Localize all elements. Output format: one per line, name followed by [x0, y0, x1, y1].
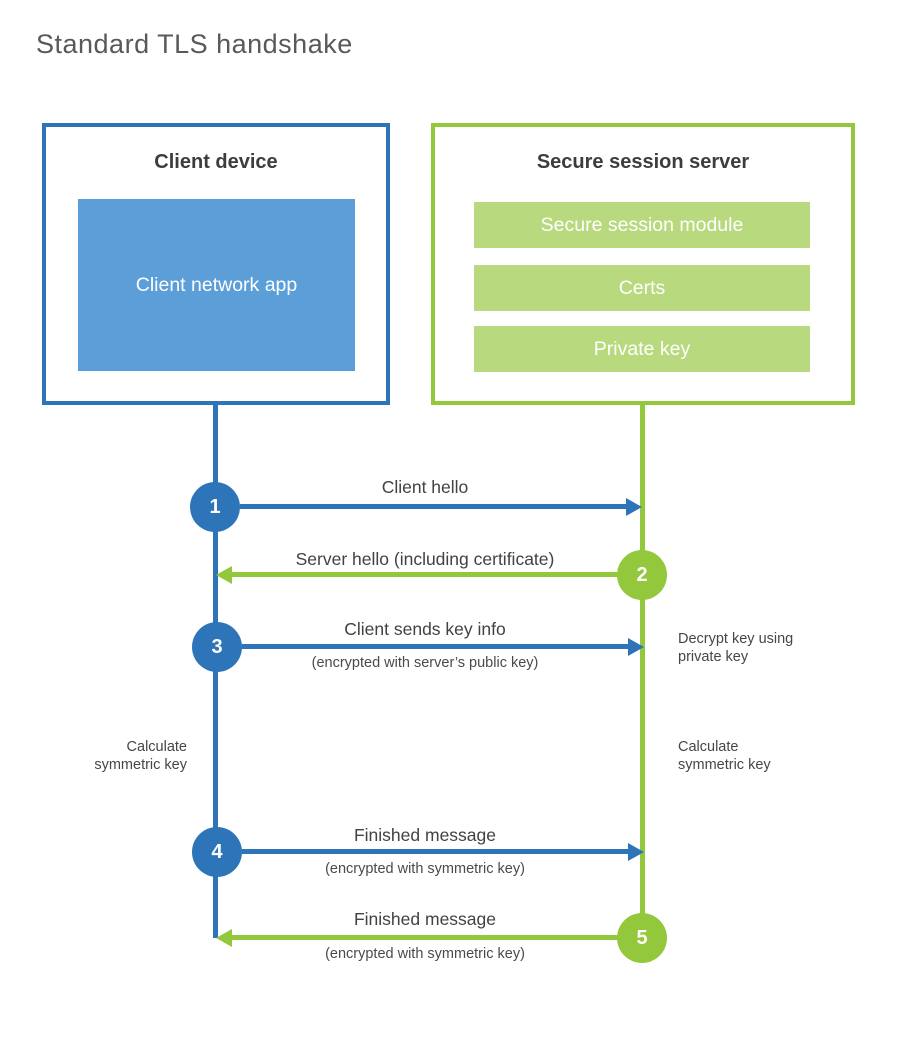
client-network-app-box: Client network app — [78, 199, 355, 371]
note-decrypt-key: Decrypt key using private key — [678, 631, 794, 665]
page-title: Standard TLS handshake — [36, 29, 353, 59]
arrow-left-icon — [216, 566, 232, 584]
note-calculate-symmetric-right: Calculate symmetric key — [678, 739, 771, 773]
step-3-circle: 3 — [192, 622, 242, 672]
server-module-certs: Certs — [474, 265, 810, 311]
step-5-arrow — [232, 935, 620, 940]
step-4-number: 4 — [211, 840, 223, 863]
step-4-circle: 4 — [192, 827, 242, 877]
arrow-right-icon — [628, 843, 644, 861]
server-module-label: Private key — [593, 337, 691, 360]
step-3-label: Client sends key info — [344, 619, 506, 639]
step-3-arrow — [242, 644, 628, 649]
server-module-private-key: Private key — [474, 326, 810, 372]
client-network-app-label: Client network app — [135, 274, 298, 296]
step-1-arrow — [240, 504, 628, 509]
step-5-circle: 5 — [617, 913, 667, 963]
step-5-number: 5 — [636, 926, 648, 949]
step-4-label: Finished message — [353, 825, 497, 845]
server-title: Secure session server — [536, 151, 750, 173]
step-2-number: 2 — [636, 563, 648, 586]
server-module-label: Secure session module — [540, 213, 744, 236]
step-1-number: 1 — [209, 495, 221, 518]
arrow-right-icon — [626, 498, 642, 516]
server-module-secure-session: Secure session module — [474, 202, 810, 248]
step-4-arrow — [242, 849, 628, 854]
server-box: Secure session server Secure session mod… — [431, 123, 855, 405]
step-2-arrow — [232, 572, 620, 577]
step-3-sublabel: (encrypted with server’s public key) — [311, 655, 539, 671]
step-5-label: Finished message — [353, 909, 497, 929]
note-calculate-symmetric-left: Calculate symmetric key — [94, 739, 187, 773]
step-2-circle: 2 — [617, 550, 667, 600]
step-1-circle: 1 — [190, 482, 240, 532]
step-3-number: 3 — [211, 635, 223, 658]
arrow-left-icon — [216, 929, 232, 947]
server-lifeline — [640, 405, 645, 938]
step-1-label: Client hello — [381, 477, 469, 497]
client-device-title: Client device — [154, 151, 278, 173]
arrow-right-icon — [628, 638, 644, 656]
client-device-box: Client device Client network app — [42, 123, 390, 405]
step-5-sublabel: (encrypted with symmetric key) — [325, 946, 525, 962]
server-module-label: Certs — [618, 276, 666, 299]
step-2-label: Server hello (including certificate) — [295, 549, 555, 569]
step-4-sublabel: (encrypted with symmetric key) — [325, 861, 525, 877]
